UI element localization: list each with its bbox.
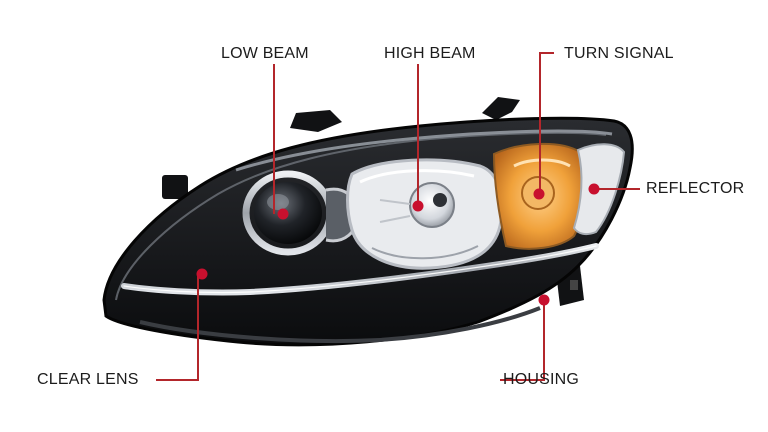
high-beam-reflector xyxy=(346,158,504,270)
callout-low-beam: LOW BEAM xyxy=(221,45,309,62)
callout-reflector: REFLECTOR xyxy=(646,180,745,197)
callout-turn-signal: TURN SIGNAL xyxy=(564,45,674,62)
callout-dots xyxy=(196,183,600,306)
callout-housing: HOUSING xyxy=(503,371,580,388)
callout-clear-lens: CLEAR LENS xyxy=(37,371,139,388)
leader-lines xyxy=(156,52,640,381)
callout-high-beam: HIGH BEAM xyxy=(384,45,476,62)
mounting-tabs xyxy=(162,97,584,306)
